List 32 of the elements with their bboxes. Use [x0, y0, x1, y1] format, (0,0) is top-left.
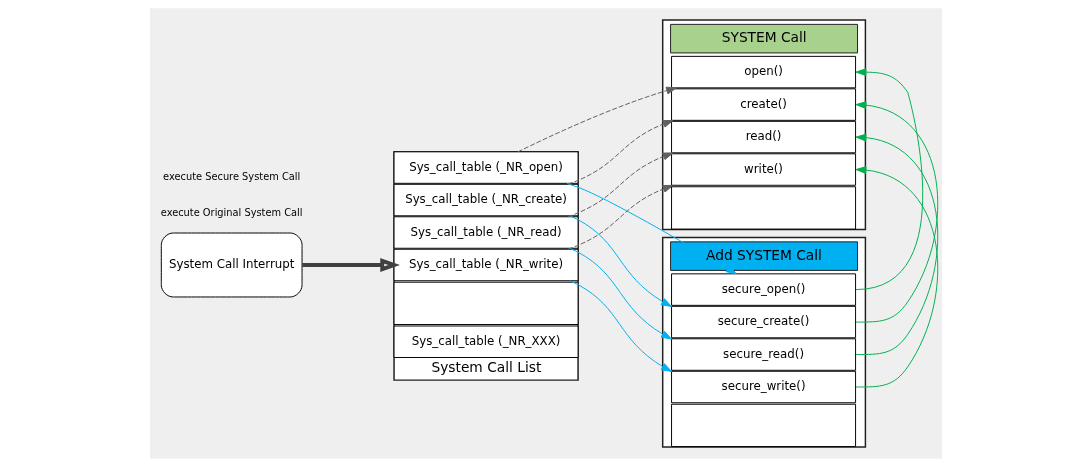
node-box: open()	[671, 55, 857, 89]
node-box: read()	[671, 120, 857, 154]
arrow	[855, 68, 924, 291]
node-box: Sys_call_table (_NR_write)	[393, 248, 579, 282]
arrow	[567, 152, 674, 218]
arrow	[569, 280, 672, 372]
node-box: Sys_call_table (_NR_open)	[393, 151, 579, 184]
node-box: Sys_call_table (_NR_XXX)	[393, 325, 579, 358]
node-box: System Call Interrupt	[160, 232, 303, 298]
arrow	[567, 184, 674, 250]
arrow	[567, 119, 674, 185]
arrow	[517, 86, 677, 153]
node-box: secure_create()	[671, 305, 857, 339]
label: execute Secure System Call	[163, 170, 301, 182]
arrow	[855, 166, 939, 388]
node-box	[671, 403, 857, 448]
node-box: write()	[671, 153, 857, 186]
arrow	[855, 133, 939, 356]
label: execute Original System Call	[160, 207, 303, 219]
arrow	[855, 101, 939, 323]
node-box: secure_write()	[671, 370, 857, 404]
node-box: Sys_call_table (_NR_create)	[393, 183, 579, 217]
node-box	[393, 281, 579, 325]
arrow	[569, 247, 672, 340]
node-box: create()	[671, 88, 857, 121]
arrow	[569, 215, 672, 307]
node-box: secure_open()	[671, 273, 857, 306]
node-box	[671, 186, 857, 230]
node-box: secure_read()	[671, 338, 857, 371]
arrow	[566, 182, 737, 275]
node-box: Sys_call_table (_NR_read)	[393, 216, 579, 249]
arrow	[302, 258, 400, 272]
